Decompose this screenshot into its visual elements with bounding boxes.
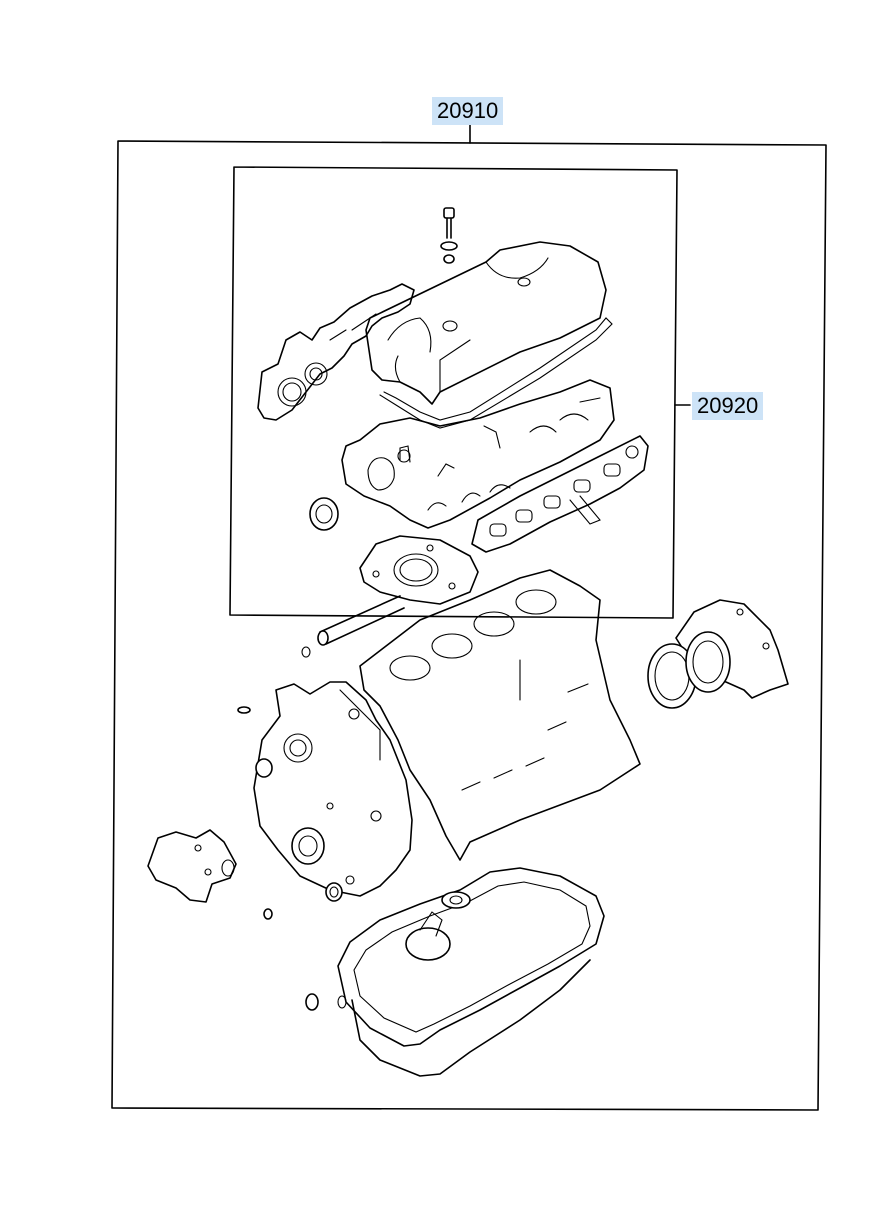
- valve-cover-bolt-drawing: [440, 207, 458, 264]
- rear-seal-retainer-drawing: [647, 599, 789, 709]
- callout-label-20920[interactable]: 20920: [692, 392, 764, 420]
- engine-block-drawing: [359, 569, 641, 861]
- outer-kit-frame: [111, 122, 827, 1111]
- manifold-gasket-drawing: [471, 435, 649, 553]
- camshaft-seal-drawing: [309, 497, 339, 531]
- callout-label-20910[interactable]: 20910: [432, 97, 504, 125]
- dipstick-tube-drawing: [301, 595, 405, 658]
- oil-pan-drawing: [305, 867, 605, 1077]
- head-gasket-drawing: [359, 535, 479, 605]
- upper-timing-cover-drawing: [257, 283, 415, 421]
- front-seals-drawing: [237, 706, 343, 902]
- cylinder-head-drawing: [341, 379, 615, 529]
- thermostat-housing-drawing: [147, 829, 273, 920]
- front-cover-drawing: [253, 681, 413, 897]
- inner-kit-frame: [229, 166, 691, 619]
- valve-cover-drawing: [365, 241, 613, 429]
